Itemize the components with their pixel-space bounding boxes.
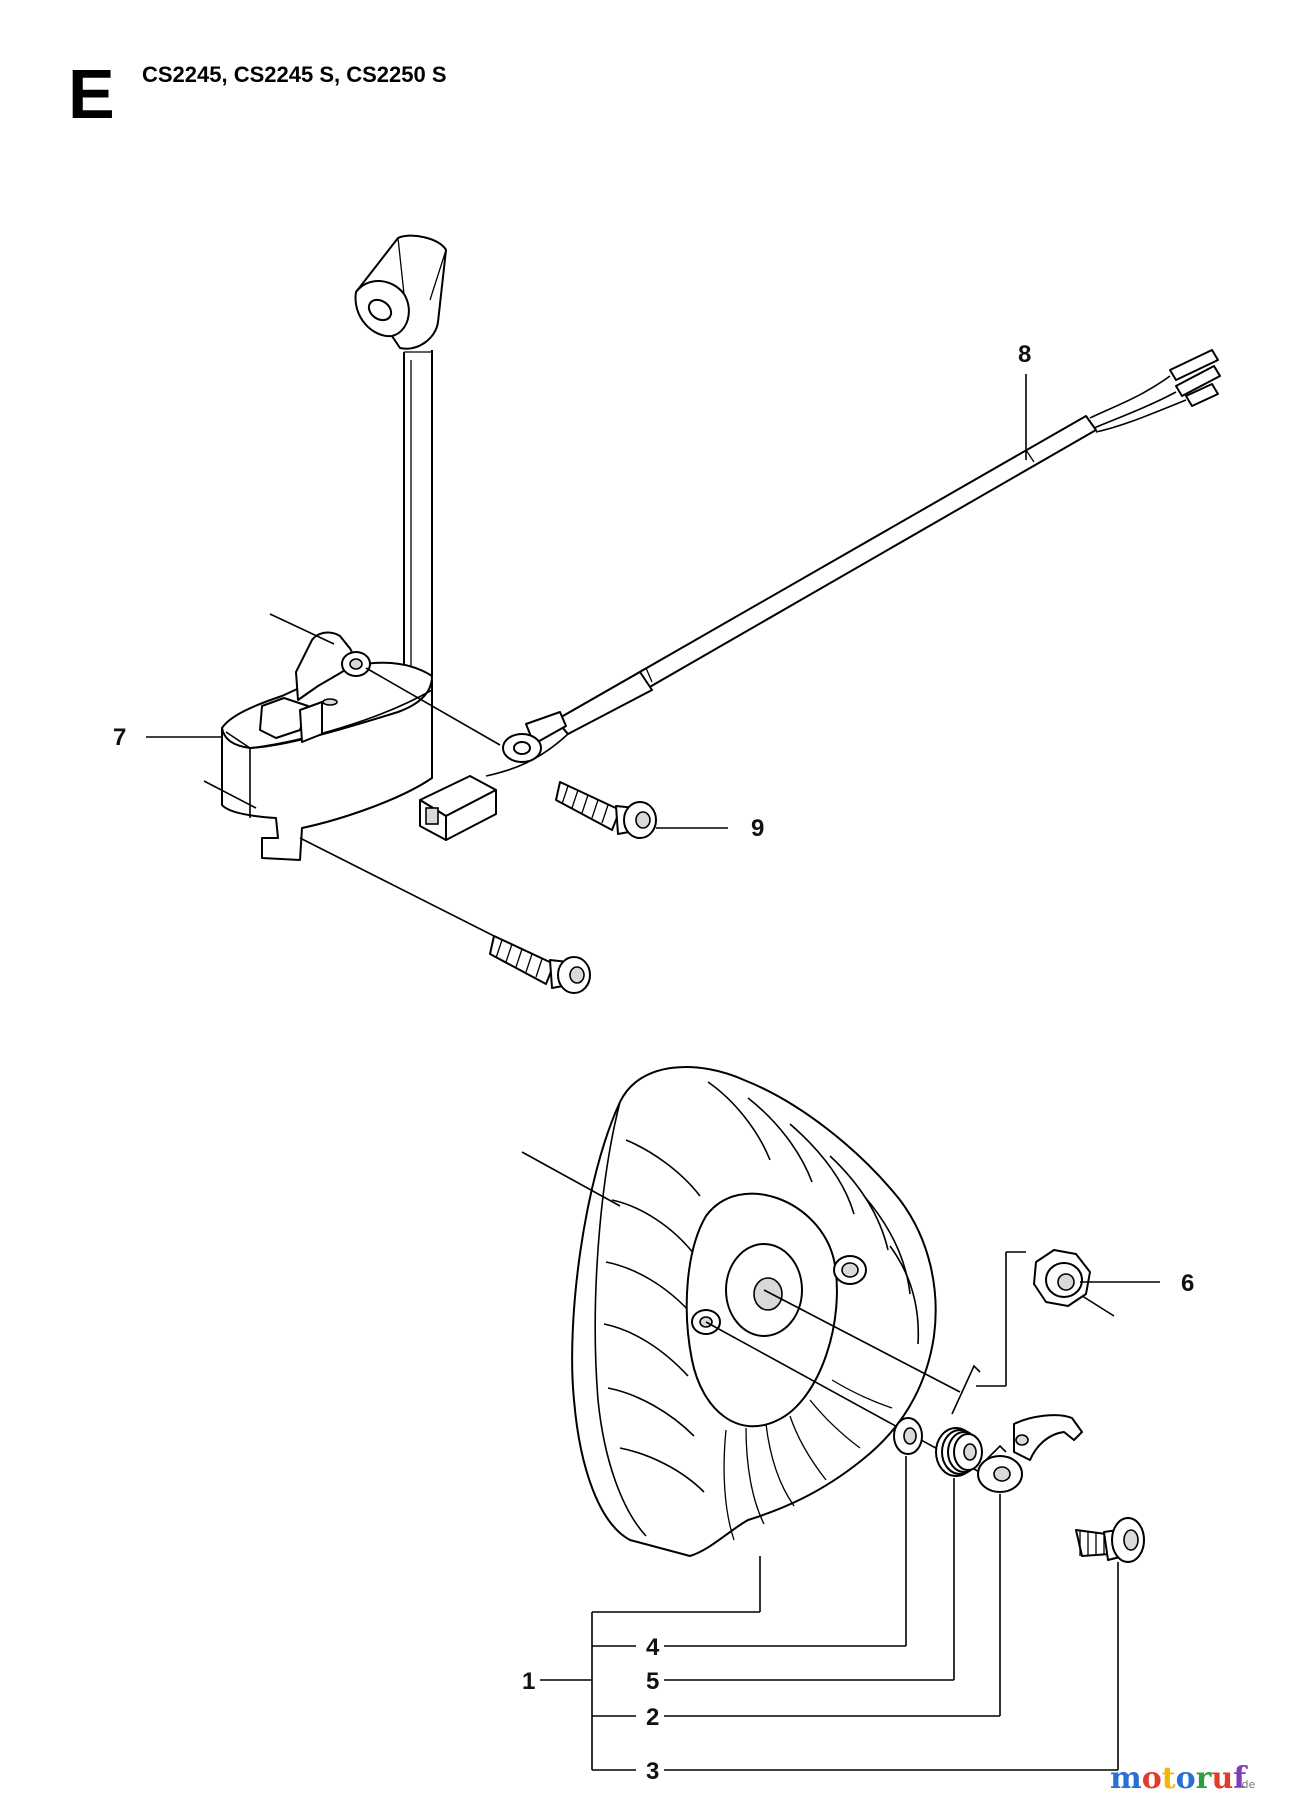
- spring-5: [935, 1364, 1007, 1477]
- callout-5: 5: [646, 1668, 659, 1695]
- ignition-module: [221, 234, 447, 861]
- callout-4: 4: [646, 1634, 660, 1661]
- model-list: CS2245, CS2245 S, CS2250 S: [142, 62, 447, 87]
- flywheel: [571, 1066, 937, 1557]
- callout-8: 8: [1018, 341, 1031, 368]
- watermark-brand: motoruf: [1110, 1761, 1248, 1796]
- watermark-suffix: .de: [1238, 1778, 1255, 1791]
- spark-plug-cap: [354, 234, 447, 353]
- section-letter: E: [68, 55, 115, 133]
- callout-leaders: [146, 374, 1160, 1771]
- screw-3: [1075, 1517, 1145, 1563]
- screw-9: [555, 781, 657, 839]
- watermark-letter: o: [1142, 1761, 1162, 1796]
- watermark-letter: t: [1162, 1761, 1176, 1796]
- cable-harness: [419, 349, 1221, 841]
- callout-3: 3: [646, 1758, 659, 1785]
- watermark-letter: f: [1233, 1761, 1248, 1796]
- pawl: [1013, 1414, 1083, 1461]
- watermark-logo: motoruf .de: [1110, 1761, 1255, 1796]
- watermark-letter: u: [1211, 1761, 1233, 1796]
- callout-6: 6: [1181, 1270, 1194, 1297]
- nut-6: [1033, 1249, 1091, 1307]
- callout-7: 7: [113, 724, 126, 751]
- callout-9: 9: [751, 815, 764, 842]
- callout-1: 1: [522, 1668, 535, 1695]
- screw-lower: [489, 935, 591, 994]
- washer-4: [893, 1417, 923, 1455]
- callout-2: 2: [646, 1704, 659, 1731]
- watermark-letter: r: [1196, 1761, 1213, 1796]
- watermark-letter: m: [1110, 1761, 1142, 1796]
- watermark-letter: o: [1176, 1761, 1196, 1796]
- washer-2: [977, 1455, 1023, 1493]
